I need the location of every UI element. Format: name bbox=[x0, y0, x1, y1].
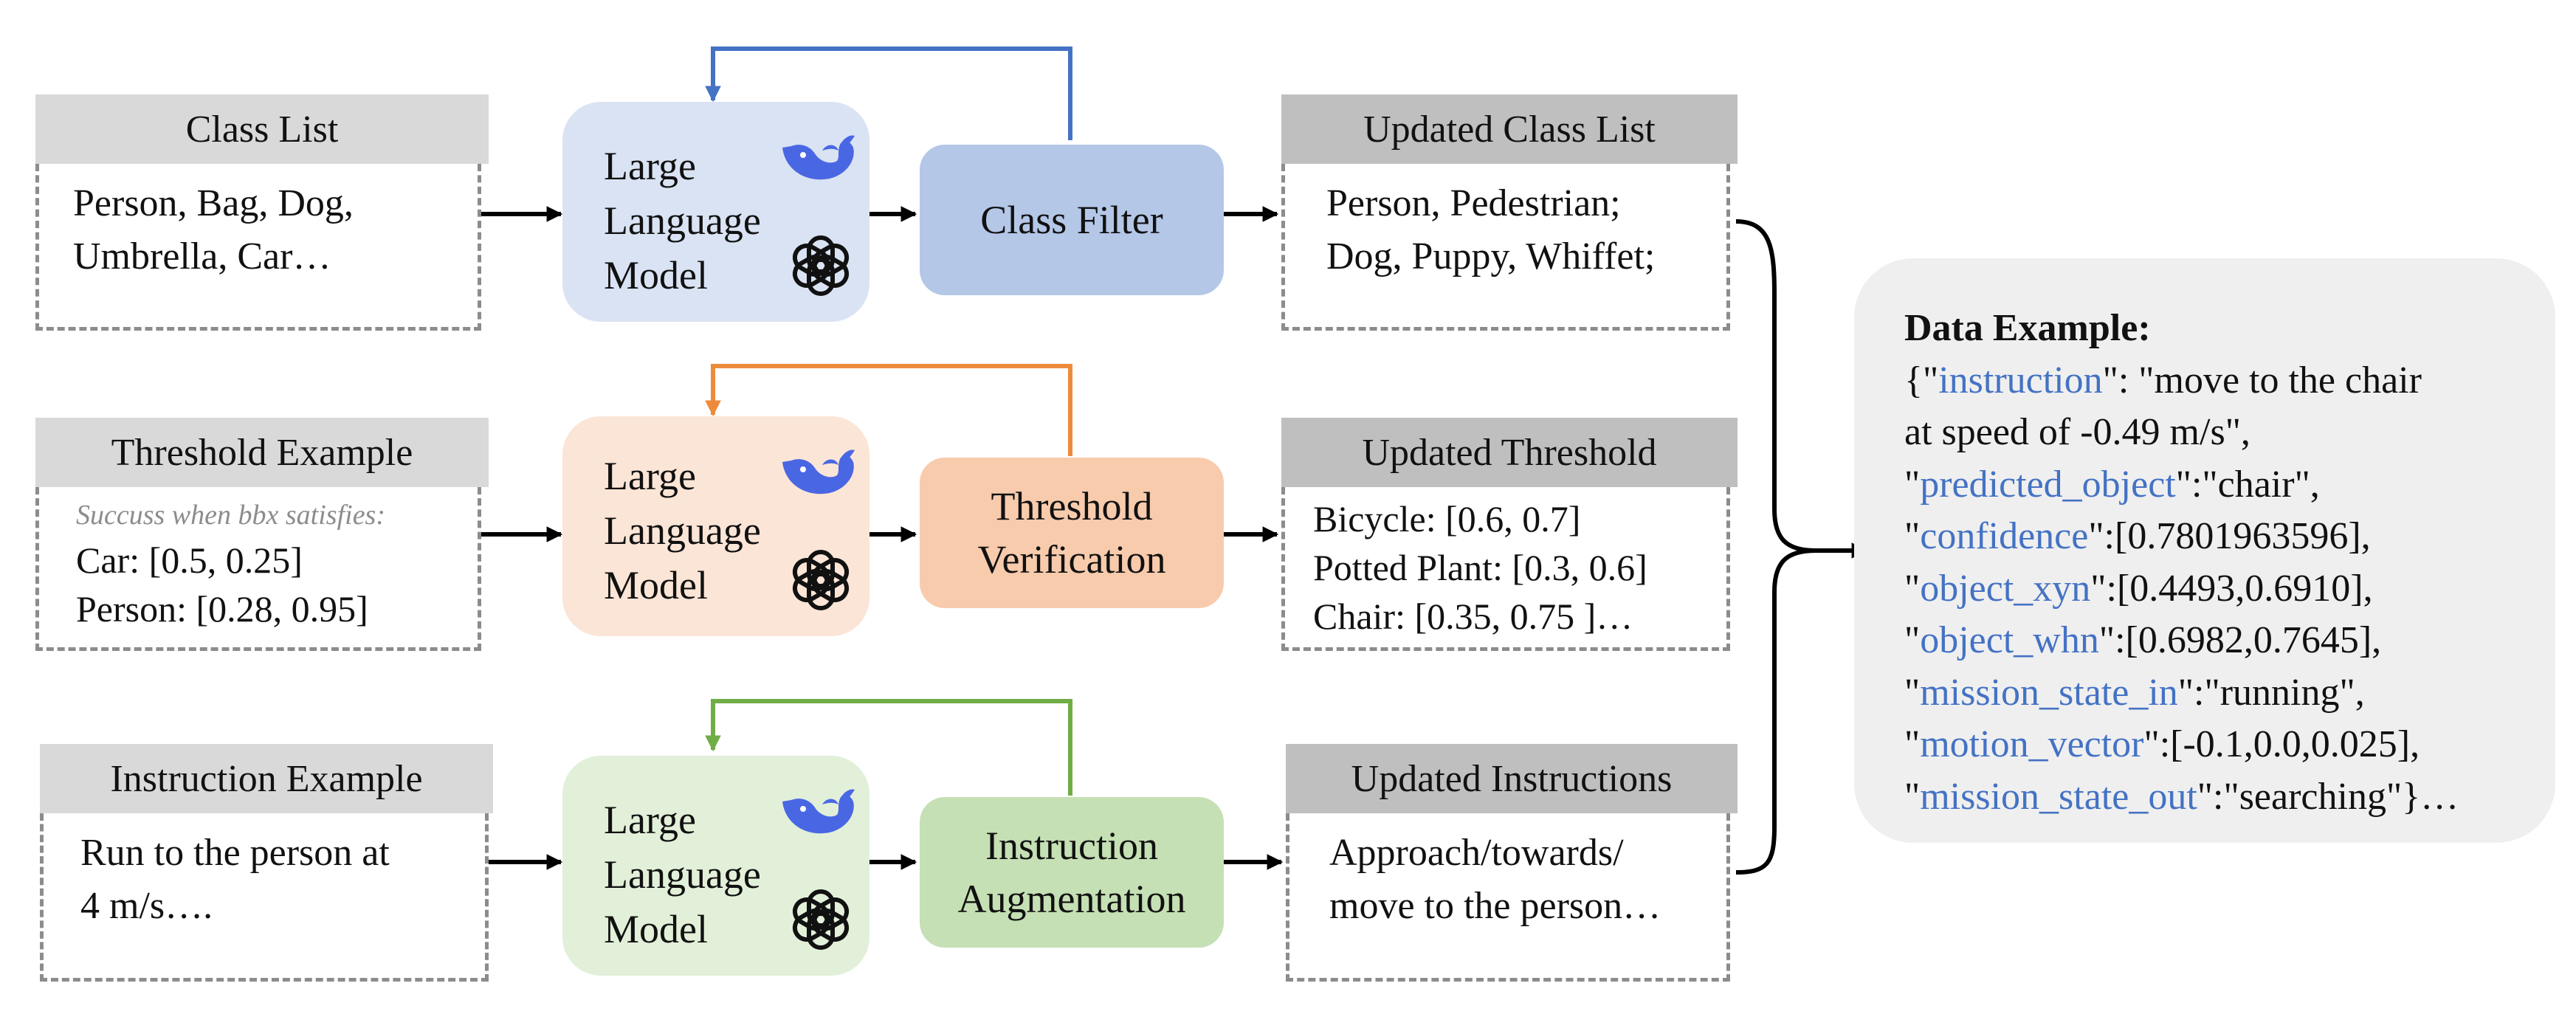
llm-line: Language bbox=[604, 199, 761, 243]
input-header-threshold: Threshold Example bbox=[35, 418, 489, 487]
data-example-line: "predicted_object":"chair", bbox=[1904, 459, 2555, 511]
data-example-title: Data Example: bbox=[1904, 307, 2151, 349]
json-key: object_xyn bbox=[1920, 567, 2091, 610]
line-suffix: ": "move to the chair bbox=[2102, 359, 2422, 401]
line-prefix: " bbox=[1904, 775, 1921, 818]
llm-line: Language bbox=[604, 852, 761, 897]
llm-box-2: Large Language Model bbox=[562, 416, 869, 636]
data-example-line: "mission_state_out":"searching"}… bbox=[1904, 771, 2555, 824]
whale-logo-icon bbox=[782, 135, 855, 180]
data-example-line: "mission_state_in":"running", bbox=[1904, 667, 2555, 720]
whale-logo-icon bbox=[782, 789, 855, 834]
line-prefix: " bbox=[1904, 619, 1921, 661]
output-line: Dog, Puppy, Whiffet; bbox=[1326, 235, 1656, 277]
class-filter-box: Class Filter bbox=[920, 145, 1224, 295]
data-example-line: at speed of -0.49 m/s", bbox=[1904, 407, 2555, 459]
openai-logo-icon bbox=[792, 550, 850, 610]
threshold-note: Succuss when bbx satisfies: bbox=[76, 500, 386, 531]
llm-line: Model bbox=[604, 563, 708, 607]
process-line: Instruction bbox=[985, 824, 1158, 868]
input-line: Car: [0.5, 0.25] bbox=[76, 539, 303, 581]
output-line: move to the person… bbox=[1329, 885, 1661, 927]
input-box-class-list: Person, Bag, Dog, Umbrella, Car… bbox=[35, 164, 481, 331]
llm-line: Model bbox=[604, 907, 708, 951]
input-header-class-list: Class List bbox=[35, 94, 489, 164]
line-prefix: at speed of -0.49 m/s", bbox=[1904, 411, 2250, 453]
llm-box-1: Large Language Model bbox=[562, 102, 869, 322]
input-line: Person: [0.28, 0.95] bbox=[76, 588, 368, 630]
whale-logo-icon bbox=[782, 449, 855, 494]
output-line: Person, Pedestrian; bbox=[1326, 182, 1621, 224]
output-line: Bicycle: [0.6, 0.7] bbox=[1313, 498, 1581, 539]
output-line: Chair: [0.35, 0.75 ]… bbox=[1313, 596, 1633, 637]
process-line: Augmentation bbox=[957, 877, 1186, 921]
line-suffix: ":[0.6982,0.7645], bbox=[2098, 619, 2382, 661]
output-line: Potted Plant: [0.3, 0.6] bbox=[1313, 547, 1647, 588]
line-suffix: ":"searching"}… bbox=[2197, 775, 2459, 818]
data-example-line: "motion_vector":[-0.1,0.0,0.025], bbox=[1904, 719, 2555, 771]
output-header-class-list: Updated Class List bbox=[1281, 94, 1738, 164]
line-suffix: ":"running", bbox=[2177, 671, 2365, 714]
line-prefix: {" bbox=[1904, 359, 1939, 401]
input-line: Person, Bag, Dog, bbox=[73, 182, 354, 224]
data-example-line: "confidence":[0.7801963596], bbox=[1904, 511, 2555, 563]
merge-brace bbox=[1735, 219, 1816, 875]
input-line: 4 m/s…. bbox=[80, 885, 213, 927]
line-suffix: ":"chair", bbox=[2175, 463, 2320, 506]
input-line: Umbrella, Car… bbox=[73, 235, 331, 277]
process-line: Verification bbox=[977, 537, 1166, 582]
llm-line: Large bbox=[604, 144, 696, 188]
output-header-instruction: Updated Instructions bbox=[1286, 744, 1738, 813]
data-example-line: "object_whn":[0.6982,0.7645], bbox=[1904, 615, 2555, 667]
input-header-instruction: Instruction Example bbox=[40, 744, 493, 813]
line-prefix: " bbox=[1904, 463, 1921, 506]
output-box-class-list: Person, Pedestrian; Dog, Puppy, Whiffet; bbox=[1281, 164, 1730, 331]
output-header-threshold: Updated Threshold bbox=[1281, 418, 1738, 487]
line-prefix: " bbox=[1904, 671, 1921, 714]
input-line: Run to the person at bbox=[80, 832, 390, 874]
line-prefix: " bbox=[1904, 723, 1921, 765]
output-box-instruction: Approach/towards/ move to the person… bbox=[1286, 813, 1730, 982]
llm-line: Model bbox=[604, 253, 708, 297]
feedback-arrow-green bbox=[705, 699, 1072, 796]
output-box-threshold: Bicycle: [0.6, 0.7] Potted Plant: [0.3, … bbox=[1281, 487, 1730, 651]
json-key: mission_state_in bbox=[1920, 671, 2178, 714]
feedback-arrow-orange bbox=[705, 364, 1072, 456]
json-key: instruction bbox=[1938, 359, 2103, 401]
llm-line: Language bbox=[604, 508, 761, 553]
llm-line: Large bbox=[604, 798, 696, 842]
data-example-line: {"instruction": "move to the chair bbox=[1904, 355, 2555, 407]
json-key: predicted_object bbox=[1920, 463, 2176, 506]
input-box-threshold: Succuss when bbx satisfies: Car: [0.5, 0… bbox=[35, 487, 481, 651]
openai-logo-icon bbox=[792, 235, 850, 296]
feedback-arrow-blue bbox=[705, 46, 1072, 140]
line-suffix: ":[-0.1,0.0,0.025], bbox=[2143, 723, 2420, 765]
output-line: Approach/towards/ bbox=[1329, 832, 1624, 874]
line-prefix: " bbox=[1904, 515, 1921, 557]
openai-logo-icon bbox=[792, 889, 850, 950]
json-key: mission_state_out bbox=[1920, 775, 2197, 818]
line-suffix: ":[0.7801963596], bbox=[2088, 515, 2371, 557]
process-line: Class Filter bbox=[980, 198, 1163, 242]
process-line: Threshold bbox=[991, 484, 1153, 528]
llm-box-3: Large Language Model bbox=[562, 756, 869, 976]
json-key: motion_vector bbox=[1920, 723, 2144, 765]
json-key: object_whn bbox=[1920, 619, 2099, 661]
data-example-panel: Data Example: {"instruction": "move to t… bbox=[1854, 258, 2555, 843]
input-box-instruction: Run to the person at 4 m/s…. bbox=[40, 813, 489, 982]
line-prefix: " bbox=[1904, 567, 1921, 610]
line-suffix: ":[0.4493,0.6910], bbox=[2090, 567, 2373, 610]
llm-line: Large bbox=[604, 454, 696, 498]
threshold-verification-box: Threshold Verification bbox=[920, 458, 1224, 608]
instruction-augmentation-box: Instruction Augmentation bbox=[920, 797, 1224, 948]
data-example-line: "object_xyn":[0.4493,0.6910], bbox=[1904, 563, 2555, 616]
json-key: confidence bbox=[1920, 515, 2089, 557]
